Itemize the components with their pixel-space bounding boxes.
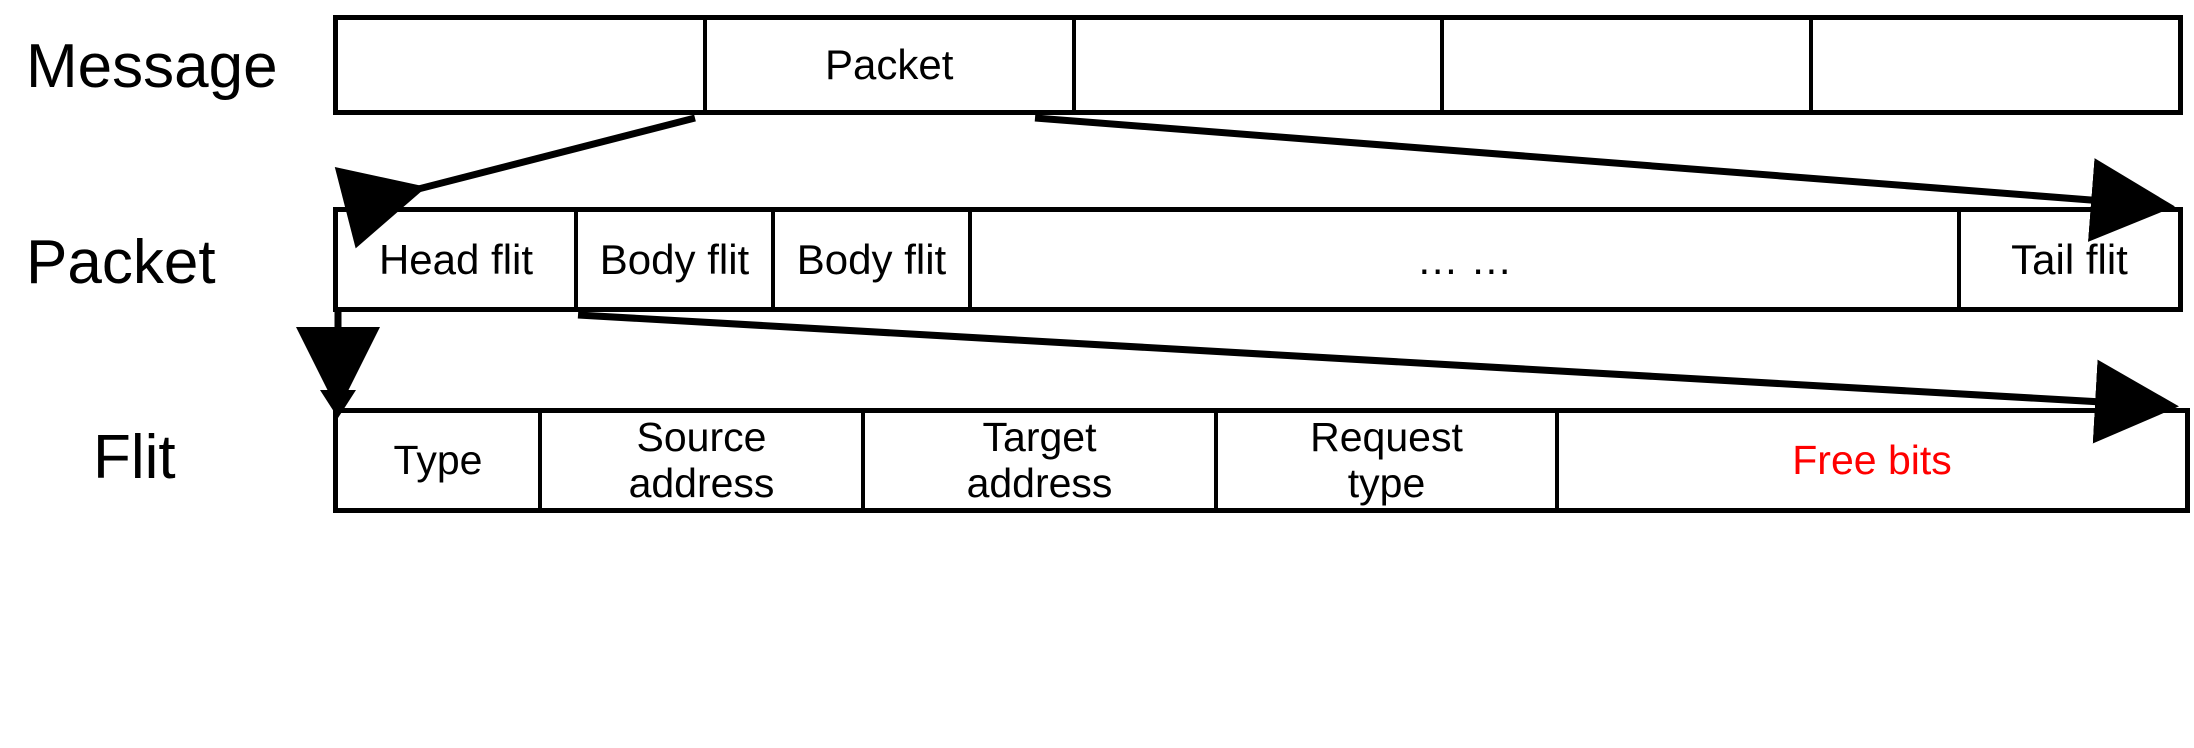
message-cell-0[interactable] <box>338 20 707 110</box>
flit-cell-source-address-line2: address <box>628 459 775 506</box>
flit-cell-target-address-line1: Target <box>982 413 1097 460</box>
flit-cell-request-type-line1: Request <box>1310 413 1463 460</box>
flit-cell-target-address[interactable]: Target address <box>865 413 1218 508</box>
message-cell-3[interactable] <box>1444 20 1814 110</box>
flit-cell-type[interactable]: Type <box>338 413 542 508</box>
connector-flit-expand-right <box>577 311 2179 444</box>
packet-cell-tail-flit[interactable]: Tail flit <box>1961 212 2178 307</box>
packet-cell-body-flit-2[interactable]: Body flit <box>775 212 972 307</box>
flit-row: Type Source address Target address Reque… <box>333 408 2190 513</box>
packet-cell-body-flit-1-text: Body flit <box>599 235 750 283</box>
packet-row: Head flit Body flit Body flit … … Tail f… <box>333 207 2183 312</box>
packet-cell-ellipsis[interactable]: … … <box>972 212 1961 307</box>
connector-flit-expand-left <box>296 312 380 418</box>
packet-cell-body-flit-1[interactable]: Body flit <box>578 212 775 307</box>
flit-cell-target-address-line2: address <box>966 459 1113 506</box>
packet-cell-head-flit[interactable]: Head flit <box>338 212 578 307</box>
flit-cell-free-bits-line1: Free bits <box>1792 436 1952 483</box>
flit-cell-type-line1: Type <box>393 436 483 483</box>
packet-cell-head-flit-text: Head flit <box>378 235 534 283</box>
row-label-packet: Packet <box>26 228 216 297</box>
row-label-message: Message <box>26 32 278 101</box>
message-cell-packet-text: Packet <box>824 41 954 89</box>
flit-cell-free-bits[interactable]: Free bits <box>1559 413 2185 508</box>
message-row: Packet <box>333 15 2183 115</box>
flit-cell-request-type[interactable]: Request type <box>1218 413 1559 508</box>
connector-packet-expand-left <box>334 114 696 249</box>
flit-cell-request-type-line2: type <box>1347 459 1426 506</box>
packet-cell-tail-flit-text: Tail flit <box>2011 235 2128 283</box>
packet-cell-body-flit-2-text: Body flit <box>796 235 947 283</box>
row-label-flit: Flit <box>93 423 176 492</box>
message-cell-4[interactable] <box>1813 20 2178 110</box>
flit-cell-source-address[interactable]: Source address <box>542 413 865 508</box>
packet-cell-ellipsis-text: … … <box>1416 235 1513 283</box>
message-cell-packet[interactable]: Packet <box>706 20 1076 110</box>
message-cell-2[interactable] <box>1075 20 1445 110</box>
connector-packet-expand-right <box>1034 114 2175 242</box>
flit-cell-source-address-line1: Source <box>636 413 767 460</box>
